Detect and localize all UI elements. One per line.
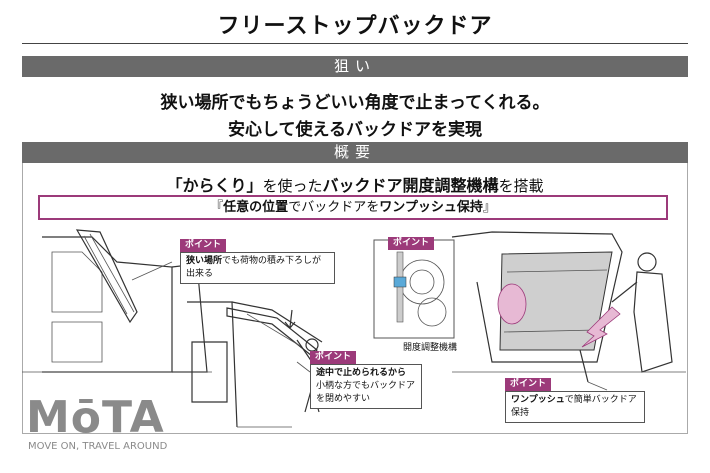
callout-stop-midway: 途中で止められるから 小柄な方でもバックドア を閉めやすい — [310, 364, 422, 409]
title-divider — [22, 43, 688, 44]
overview-headline: 「からくり」を使ったバックドア開度調整機構を搭載 — [0, 172, 710, 196]
feature-pre: 『 — [210, 200, 224, 215]
car-stop-midway-illustration — [187, 301, 323, 428]
aim-line-1: 狭い場所でもちょうどいい角度で止まってくれる。 — [160, 93, 550, 113]
callout-pointer-2 — [296, 361, 311, 373]
headline-end: を搭載 — [498, 177, 544, 195]
feature-bold-1: 任意の位置 — [223, 200, 289, 215]
callout-4-text: で簡単バックドア保持 — [511, 395, 637, 418]
mechanism-illustration — [373, 239, 455, 339]
callout-2-bold: 途中で止められるから — [316, 368, 407, 378]
feature-mid: でバックドアを — [288, 200, 380, 215]
callout-pointer-1 — [131, 261, 173, 281]
point-tag-3: ポイント — [388, 237, 435, 250]
headline-bold-1: 「からくり」 — [166, 176, 263, 195]
callout-1-text: でも荷物の積み下ろしが出来る — [186, 256, 322, 279]
callout-pointer-4 — [587, 381, 608, 391]
callout-narrow-space: 狭い場所でも荷物の積み下ろしが出来る — [180, 252, 335, 284]
car-narrow-space-illustration — [22, 229, 212, 373]
illustration-canvas — [22, 229, 686, 428]
page-title: フリーストップバックドア — [217, 14, 493, 39]
mota-logo: MōTA — [26, 392, 165, 443]
callout-2-line3: を閉めやすい — [316, 394, 371, 404]
callout-4-bold: ワンプッシュ — [511, 395, 565, 405]
aim-line-2: 安心して使えるバックドアを実現 — [228, 120, 482, 140]
car-one-push-illustration — [451, 231, 686, 383]
overview-header: 概要 — [22, 142, 688, 163]
aim-header: 狙い — [22, 56, 688, 77]
feature-bold-2: ワンプッシュ保持 — [379, 200, 483, 215]
point-tag-1: ポイント — [180, 239, 227, 252]
mota-tagline: MOVE ON, TRAVEL AROUND — [28, 441, 168, 452]
headline-bold-2: バックドア開度調整機構 — [322, 176, 499, 195]
feature-box: 『任意の位置でバックドアをワンプッシュ保持』 — [38, 195, 668, 220]
feature-post: 』 — [482, 200, 496, 215]
callout-1-bold: 狭い場所 — [186, 256, 223, 266]
point-tag-2: ポイント — [310, 351, 357, 364]
mechanism-caption: 開度調整機構 — [403, 343, 458, 353]
overview-frame — [22, 163, 688, 434]
headline-mid: を使った — [262, 177, 323, 195]
callout-2-line2: 小柄な方でもバックドア — [316, 381, 416, 391]
point-tag-4: ポイント — [505, 378, 552, 391]
callout-one-push: ワンプッシュで簡単バックドア保持 — [505, 391, 645, 423]
